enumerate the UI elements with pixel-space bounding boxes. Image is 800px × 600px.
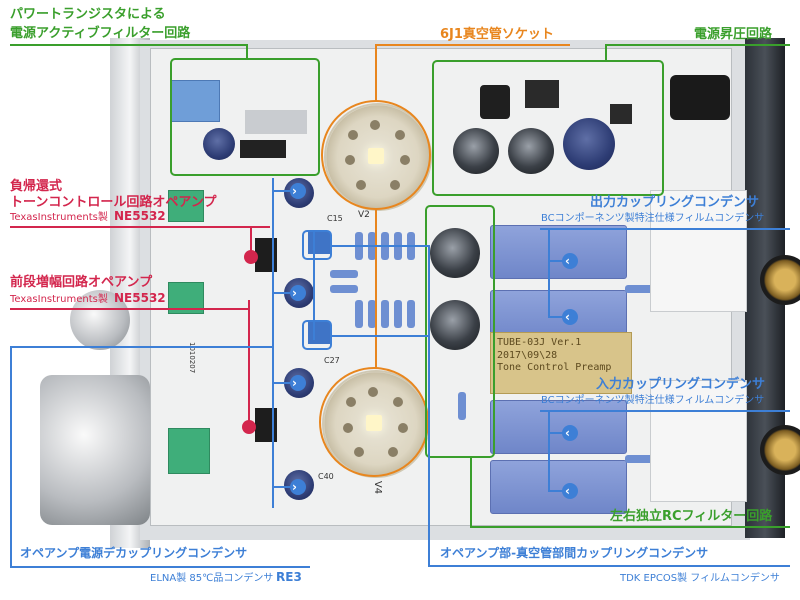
pre-amp-part: NE5532 xyxy=(114,291,166,305)
inductor xyxy=(480,85,510,119)
tube-socket-circle-1 xyxy=(321,100,431,210)
trimmer-pot xyxy=(170,80,220,122)
in-coupling-marker-2 xyxy=(562,483,578,499)
pre-amp-maker: TexasInstruments製 xyxy=(10,294,108,305)
opamp-ic-1 xyxy=(255,238,277,272)
tube-coupling-box-1 xyxy=(302,230,332,260)
out-coupling-label-1: 出力カップリングコンデンサ xyxy=(590,195,760,210)
power-boost-label: 電源昇圧回路 xyxy=(694,27,773,42)
power-filter-label-2: 電源アクティブフィルター回路 xyxy=(10,26,191,41)
decoupling-part: RE3 xyxy=(276,570,302,584)
silk-c27: C27 xyxy=(324,356,340,365)
out-coupling-marker-2 xyxy=(562,309,578,325)
plate-date: 2017\09\28 xyxy=(497,349,558,361)
nfb-tone-marker xyxy=(244,250,258,264)
rca-block-in xyxy=(650,380,747,502)
rc-filter-box xyxy=(425,205,495,458)
tube-socket-circle-2 xyxy=(319,367,429,477)
decoupling-marker-4 xyxy=(290,479,306,495)
in-coupling-label-1: 入力カップリングコンデンサ xyxy=(596,377,766,392)
pre-amp-marker xyxy=(242,420,256,434)
power-transistor xyxy=(240,140,286,158)
rca-jack-out xyxy=(760,255,800,305)
opamp-ic-2 xyxy=(255,408,277,442)
out-coupling-marker-1 xyxy=(562,253,578,269)
version-plate: TUBE-03J Ver.1 2017\09\28 Tone Control P… xyxy=(490,332,632,394)
tube-coupling-box-2 xyxy=(302,320,332,350)
coupling-cap-2 xyxy=(430,300,480,350)
out-coupling-label-2: BCコンポーネンツ製特注仕様フィルムコンデンサ xyxy=(541,213,765,224)
small-knob xyxy=(70,290,130,350)
film-cap-in-2 xyxy=(490,460,627,514)
silk-c15: C15 xyxy=(327,214,343,223)
heatsink-tab xyxy=(245,110,307,134)
tube-coupling-label-2: TDK EPCOS製 フィルムコンデンサ xyxy=(620,573,780,584)
tube-socket-label: 6J1真空管ソケット xyxy=(440,27,554,42)
nfb-tone-part: NE5532 xyxy=(114,209,166,223)
volume-knob xyxy=(40,375,150,525)
pre-amp-label-1: 前段増幅回路オペアンプ xyxy=(10,275,153,290)
boost-cap-2 xyxy=(508,128,554,174)
boost-cap-1 xyxy=(453,128,499,174)
trimmer-1 xyxy=(168,190,204,222)
silk-v2: V2 xyxy=(358,210,370,220)
film-cap-in-1 xyxy=(490,400,627,454)
plate-title: TUBE-03J Ver.1 xyxy=(497,337,582,348)
boost-ic xyxy=(610,104,632,124)
rca-jack-in xyxy=(760,425,800,475)
nfb-tone-label-1: 負帰還式 xyxy=(10,179,63,194)
dc-jack xyxy=(670,75,730,120)
tube-coupling-label-1: オペアンプ部-真空管部間カップリングコンデンサ xyxy=(440,546,709,560)
electrolytic-cap xyxy=(203,128,235,160)
decoupling-label-2: ELNA製 85℃品コンデンサ xyxy=(150,573,274,584)
nfb-tone-label-2: トーンコントロール回路オペアンプ xyxy=(10,195,217,210)
film-cap-out-1 xyxy=(490,225,627,279)
nfb-tone-maker: TexasInstruments製 xyxy=(10,212,108,223)
rc-filter-label: 左右独立RCフィルター回路 xyxy=(610,509,773,524)
decoupling-marker-1 xyxy=(290,183,306,199)
boost-cap-3 xyxy=(563,118,615,170)
decoupling-marker-2 xyxy=(290,285,306,301)
decoupling-marker-3 xyxy=(290,375,306,391)
decoupling-label-1: オペアンプ電源デカップリングコンデンサ xyxy=(20,546,248,560)
power-filter-underline xyxy=(10,44,248,46)
silk-c40: C40 xyxy=(318,472,334,481)
in-coupling-marker-1 xyxy=(562,425,578,441)
silk-v4: V4 xyxy=(372,480,384,495)
power-filter-box xyxy=(170,58,320,176)
trimmer-3 xyxy=(168,428,210,474)
rca-block-out xyxy=(650,190,747,312)
regulator-ic xyxy=(525,80,559,108)
power-boost-box xyxy=(432,60,664,196)
power-filter-label-1: パワートランジスタによる xyxy=(10,7,166,22)
coupling-cap-1 xyxy=(430,228,480,278)
in-coupling-label-2: BCコンポーネンツ製特注仕様フィルムコンデンサ xyxy=(541,395,765,406)
plate-model: Tone Control Preamp xyxy=(497,362,612,373)
